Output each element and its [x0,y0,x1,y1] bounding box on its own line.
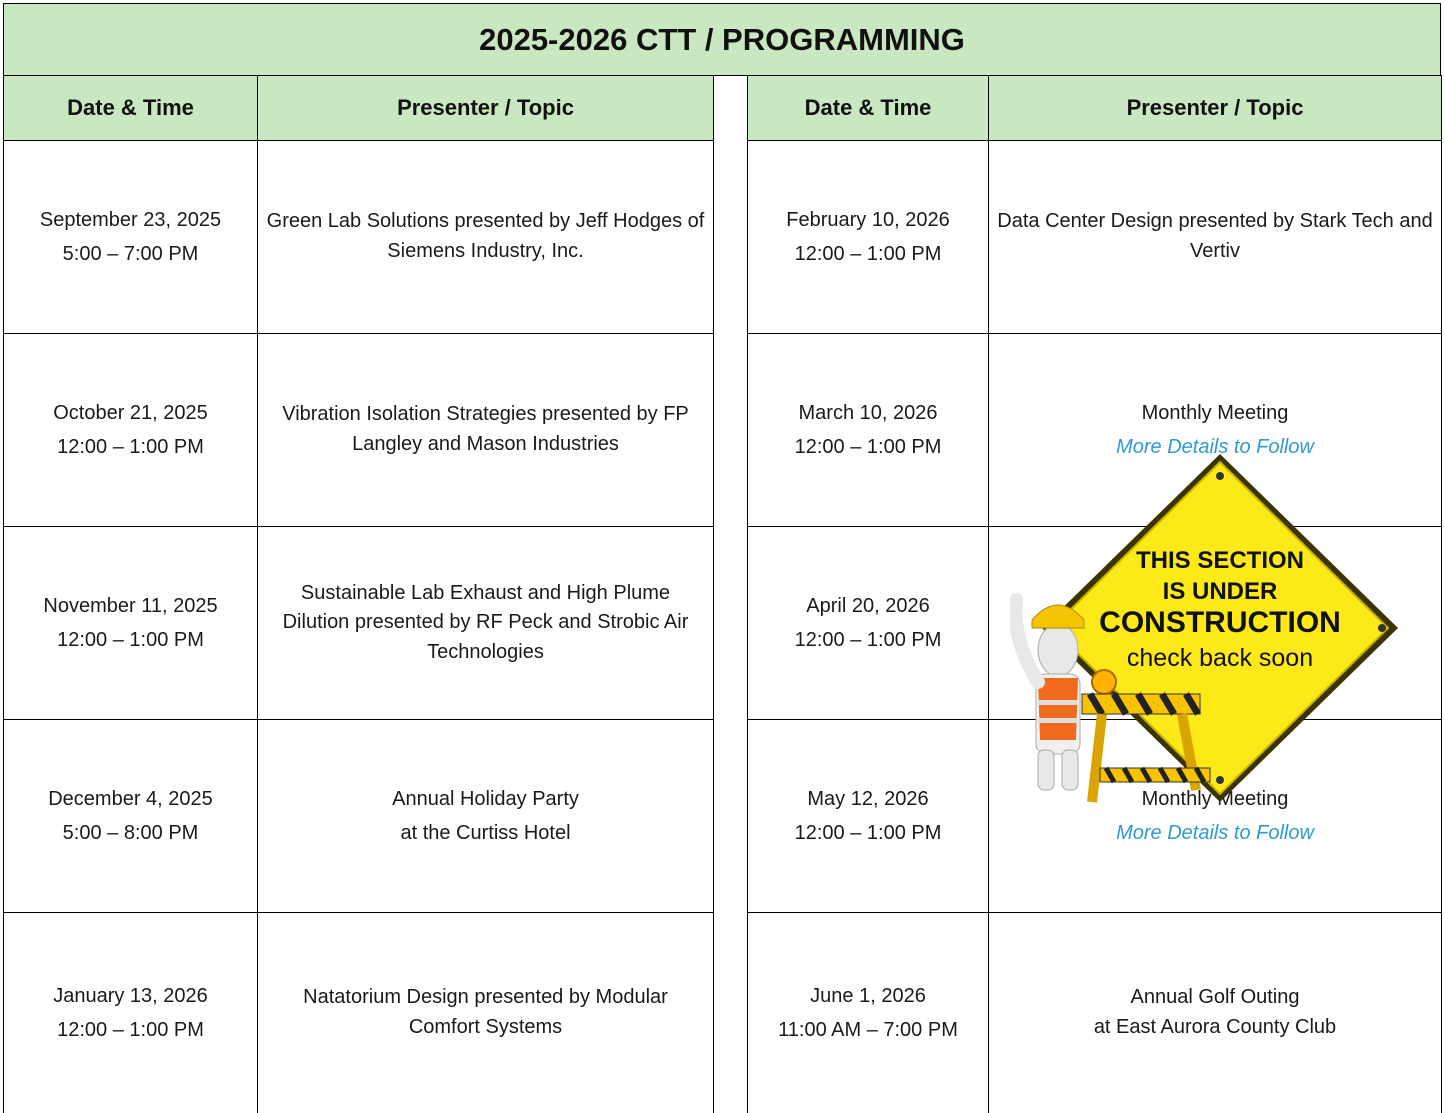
topic-cell: Sustainable Lab Exhaust and High Plume D… [257,526,714,720]
schedule-table-left: Date & Time Presenter / Topic September … [3,75,714,1113]
details-link: More Details to Follow [1116,822,1314,844]
schedule-table-right: Date & Time Presenter / Topic February 1… [747,75,1442,1113]
topic-cell: Data Center Design presented by Stark Te… [988,140,1442,334]
header-date-right: Date & Time [747,75,989,141]
header-date-left: Date & Time [3,75,258,141]
topic-cell: Natatorium Design presented by Modular C… [257,912,714,1113]
details-link: More Details to Follow [1116,436,1314,458]
header-topic-right: Presenter / Topic [988,75,1442,141]
topic-cell [988,526,1442,720]
page-title: 2025-2026 CTT / PROGRAMMING [3,3,1441,76]
topic-cell: Vibration Isolation Strategies presented… [257,333,714,527]
header-topic-left: Presenter / Topic [257,75,714,141]
topic-cell: Green Lab Solutions presented by Jeff Ho… [257,140,714,334]
